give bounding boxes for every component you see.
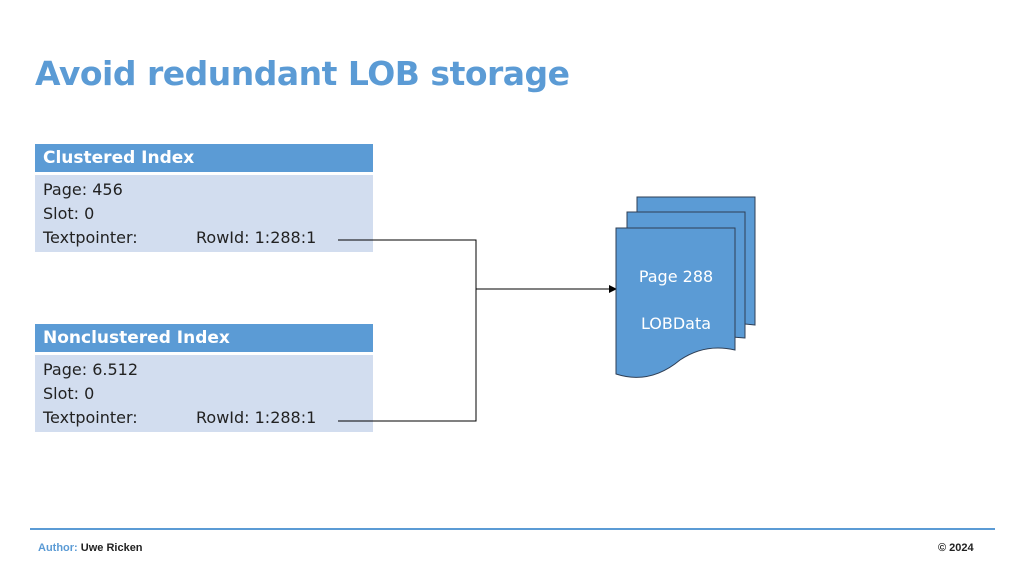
footer-divider: [30, 528, 995, 530]
nonclustered-rowid: RowId: 1:288:1: [196, 408, 317, 427]
nonclustered-index-body: Page: 6.512 Slot: 0 Textpointer: RowId: …: [35, 355, 373, 432]
slide-title: Avoid redundant LOB storage: [35, 54, 570, 93]
clustered-textpointer-label: Textpointer:: [43, 228, 138, 247]
nonclustered-textpointer-label: Textpointer:: [43, 408, 138, 427]
lob-page-label: Page 288: [638, 267, 714, 286]
lob-data-label: LOBData: [640, 314, 712, 333]
lob-page-front: [615, 227, 736, 378]
clustered-index-body: Page: 456 Slot: 0 Textpointer: RowId: 1:…: [35, 175, 373, 252]
lob-document-stack: [615, 196, 756, 378]
footer-copyright: © 2024: [938, 542, 974, 554]
clustered-textpointer-row: Textpointer: RowId: 1:288:1: [43, 226, 365, 250]
nonclustered-page: Page: 6.512: [43, 360, 139, 379]
clustered-slot: Slot: 0: [43, 204, 95, 223]
footer-author: Author: Uwe Ricken: [38, 542, 143, 554]
nonclustered-textpointer-row: Textpointer: RowId: 1:288:1: [43, 406, 365, 430]
clustered-index-header: Clustered Index: [35, 144, 373, 172]
author-label: Author:: [38, 542, 78, 554]
nonclustered-slot: Slot: 0: [43, 384, 95, 403]
author-name: Uwe Ricken: [80, 542, 143, 554]
connector-line: [338, 239, 477, 422]
nonclustered-index-box: Nonclustered Index Page: 6.512 Slot: 0 T…: [35, 324, 373, 432]
nonclustered-index-header: Nonclustered Index: [35, 324, 373, 352]
clustered-index-box: Clustered Index Page: 456 Slot: 0 Textpo…: [35, 144, 373, 252]
clustered-page: Page: 456: [43, 180, 123, 199]
clustered-rowid: RowId: 1:288:1: [196, 228, 317, 247]
